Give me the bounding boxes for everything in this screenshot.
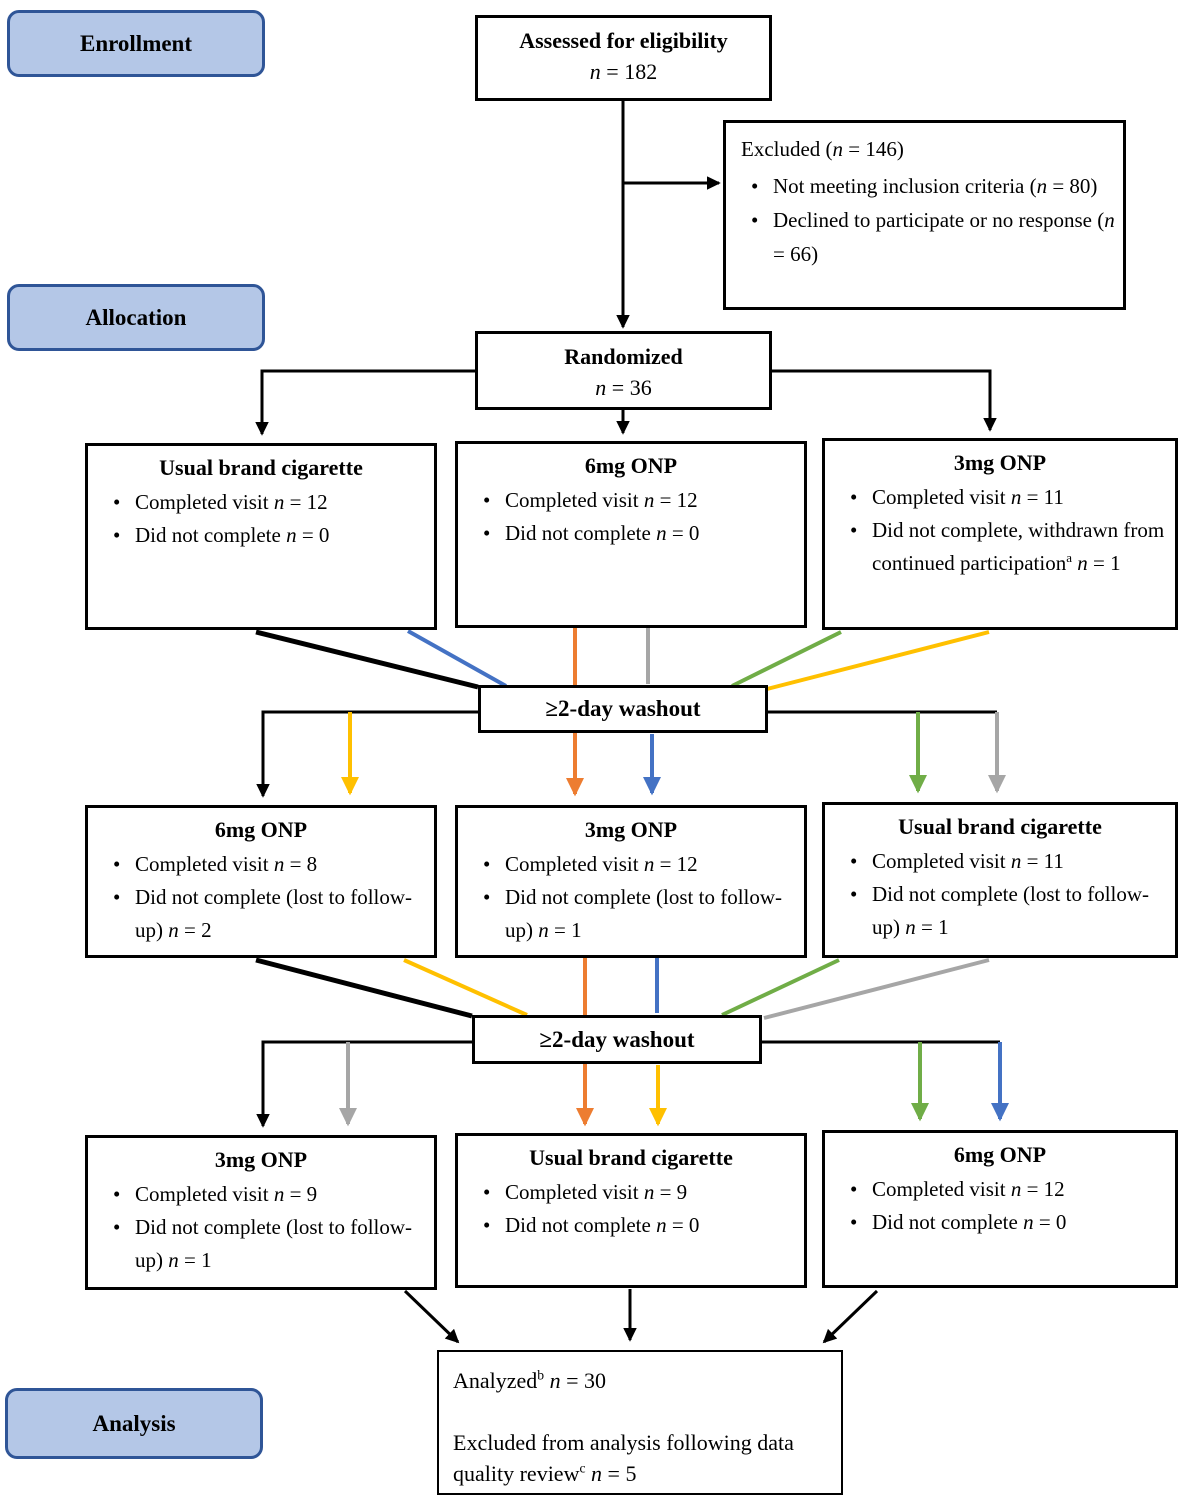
bullet-item: Did not complete (lost to follow-up) n =… — [88, 1211, 426, 1277]
period3-box-3mg-onp: 3mg ONP Completed visit n = 9 Did not co… — [85, 1135, 437, 1290]
analyzed-excluded: Excluded from analysis following data qu… — [453, 1430, 794, 1486]
arrow-left-to-analyzed — [403, 1289, 460, 1344]
period2-box-3mg-onp: 3mg ONP Completed visit n = 12 Did not c… — [455, 805, 807, 958]
box-title: 3mg ONP — [214, 1147, 308, 1172]
bullet-item: Completed visit n = 11 — [825, 845, 1167, 878]
bullet-item: Did not complete (lost to follow-up) n =… — [458, 881, 796, 947]
box-title: 6mg ONP — [214, 817, 308, 842]
bullet-item: Completed visit n = 12 — [458, 484, 796, 517]
bullet-list: Completed visit n = 9 Did not complete n… — [458, 1176, 804, 1242]
randomized-title: Randomized — [564, 344, 683, 369]
stage-analysis: Analysis — [5, 1388, 263, 1459]
excluded-title: Excluded (n = 146) — [741, 137, 904, 161]
period1-box-3mg-onp: 3mg ONP Completed visit n = 11 Did not c… — [822, 438, 1178, 630]
period3-box-usual-brand: Usual brand cigarette Completed visit n … — [455, 1133, 807, 1288]
bullet-list: Completed visit n = 8 Did not complete (… — [88, 848, 434, 947]
washout2-label: ≥2-day washout — [539, 1026, 695, 1052]
bullet-item: Completed visit n = 12 — [88, 486, 426, 519]
bullet-list: Completed visit n = 12 Did not complete … — [458, 484, 804, 550]
arrow-right-to-analyzed — [822, 1289, 879, 1344]
box-title: 3mg ONP — [584, 817, 678, 842]
bullet-list: Completed visit n = 11 Did not complete … — [825, 845, 1175, 944]
bullet-item: Completed visit n = 11 — [825, 481, 1167, 514]
washout1-box: ≥2-day washout — [478, 685, 768, 733]
flow-green-into-washout2 — [721, 958, 840, 1017]
flow-yellow-into-washout2 — [403, 958, 528, 1017]
flow-blue-into-washout1 — [407, 629, 507, 688]
bullet-item: Did not complete n = 0 — [825, 1206, 1167, 1239]
flow-black-into-washout2 — [255, 957, 473, 1019]
period2-box-6mg-onp: 6mg ONP Completed visit n = 8 Did not co… — [85, 805, 437, 958]
bullet-item: Completed visit n = 12 — [458, 848, 796, 881]
period3-box-6mg-onp: 6mg ONP Completed visit n = 12 Did not c… — [822, 1130, 1178, 1288]
bullet-item: Completed visit n = 12 — [825, 1173, 1167, 1206]
washout2-box: ≥2-day washout — [472, 1015, 762, 1064]
flow-green-into-washout1 — [731, 630, 842, 688]
flow-black-out-washout1 — [256, 710, 478, 798]
period2-box-usual-brand: Usual brand cigarette Completed visit n … — [822, 802, 1178, 958]
stage-enrollment: Enrollment — [7, 10, 265, 77]
box-title: Usual brand cigarette — [898, 814, 1102, 839]
bullet-item: Did not complete (lost to follow-up) n =… — [825, 878, 1167, 944]
bullet-list: Completed visit n = 12 Did not complete … — [825, 1173, 1175, 1239]
stage-enrollment-label: Enrollment — [79, 30, 193, 56]
box-title: 6mg ONP — [953, 1142, 1047, 1167]
bullet-list: Completed visit n = 9 Did not complete (… — [88, 1178, 434, 1277]
randomized-n: n = 36 — [595, 375, 652, 400]
bullet-list: Completed visit n = 12 Did not complete … — [458, 848, 804, 947]
assessed-title: Assessed for eligibility — [519, 28, 728, 53]
box-title: 6mg ONP — [584, 453, 678, 478]
stage-allocation-label: Allocation — [85, 304, 187, 330]
analyzed-n: Analyzedb n = 30 — [453, 1367, 607, 1393]
randomized-box: Randomized n = 36 — [475, 331, 772, 410]
excluded-bullet: Declined to participate or no response (… — [726, 203, 1115, 271]
box-title: Usual brand cigarette — [159, 455, 363, 480]
bullet-item: Did not complete, withdrawn from continu… — [825, 514, 1167, 580]
excluded-bullet: Not meeting inclusion criteria (n = 80) — [726, 169, 1115, 203]
box-title: Usual brand cigarette — [529, 1145, 733, 1170]
bullet-item: Did not complete n = 0 — [88, 519, 426, 552]
flow-yellow-into-washout1 — [766, 630, 990, 691]
flow-black-out-washout2 — [256, 1040, 472, 1128]
washout1-label: ≥2-day washout — [545, 696, 701, 721]
analyzed-box: Analyzedb n = 30 Excluded from analysis … — [437, 1350, 843, 1495]
bullet-list: Completed visit n = 11 Did not complete,… — [825, 481, 1175, 580]
period1-box-6mg-onp: 6mg ONP Completed visit n = 12 Did not c… — [455, 441, 807, 628]
arrow-randomized-to-left — [255, 369, 476, 436]
bullet-list: Completed visit n = 12 Did not complete … — [88, 486, 434, 552]
bullet-item: Completed visit n = 9 — [458, 1176, 796, 1209]
assessed-box: Assessed for eligibility n = 182 — [475, 15, 772, 101]
bullet-item: Completed visit n = 8 — [88, 848, 426, 881]
assessed-n: n = 182 — [589, 59, 658, 84]
bullet-item: Completed visit n = 9 — [88, 1178, 426, 1211]
box-title: 3mg ONP — [953, 450, 1047, 475]
excluded-box: Excluded (n = 146) Not meeting inclusion… — [723, 120, 1126, 310]
period1-box-usual-brand: Usual brand cigarette Completed visit n … — [85, 443, 437, 630]
stage-allocation: Allocation — [7, 284, 265, 351]
arrow-randomized-to-right — [771, 369, 997, 432]
excluded-bullets: Not meeting inclusion criteria (n = 80) … — [726, 169, 1123, 271]
bullet-item: Did not complete (lost to follow-up) n =… — [88, 881, 426, 947]
flow-gray-into-washout2 — [763, 958, 990, 1020]
flow-black-into-washout1 — [255, 629, 479, 690]
stage-analysis-label: Analysis — [92, 1410, 176, 1436]
bullet-item: Did not complete n = 0 — [458, 517, 796, 550]
bullet-item: Did not complete n = 0 — [458, 1209, 796, 1242]
